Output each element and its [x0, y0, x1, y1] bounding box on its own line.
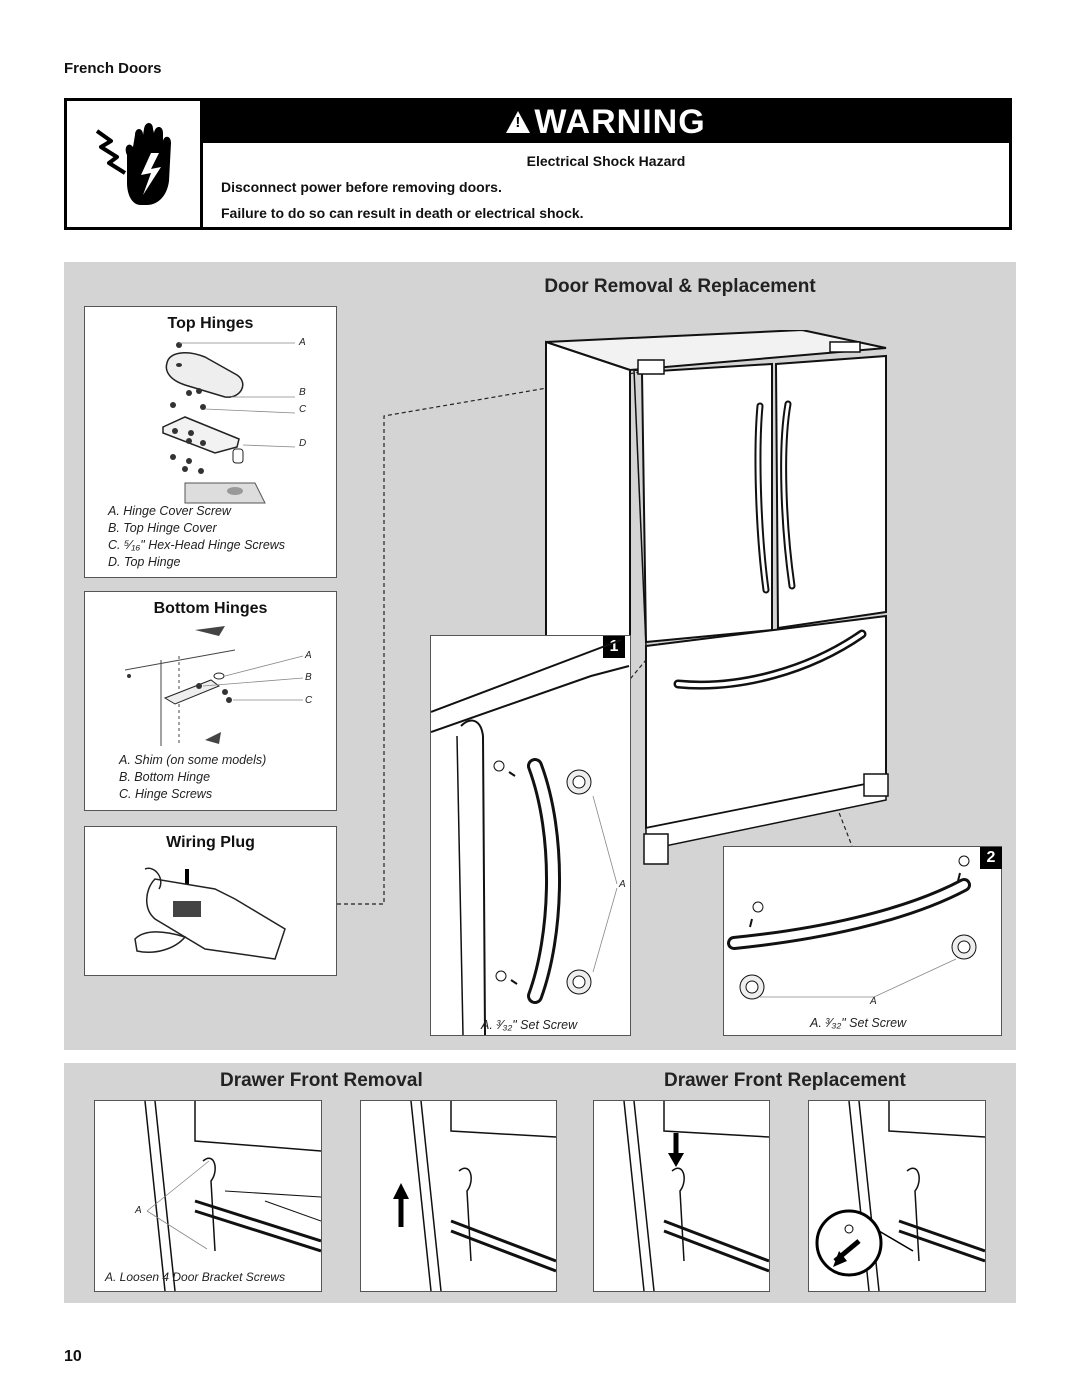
- bottom-hinge-callout-b: B: [305, 672, 312, 683]
- drawer-replacement-image-2: [808, 1100, 986, 1292]
- step-1-legend: A. ³⁄₃₂" Set Screw: [481, 1018, 578, 1032]
- bottom-hinges-box: Bottom Hinges A B C A. Shim (on some mod…: [84, 591, 337, 811]
- shock-hazard-icon: [67, 101, 203, 227]
- top-hinge-callout-b: B: [299, 387, 306, 398]
- step-2-legend: A. ³⁄₃₂" Set Screw: [810, 1016, 907, 1030]
- bottom-hinge-callout-c: C: [305, 695, 313, 706]
- step-1-box: 1 A A. ³⁄₃₂" Set Screw: [430, 635, 631, 1036]
- warning-triangle-icon: [506, 111, 531, 133]
- drawer-removal-title: Drawer Front Removal: [220, 1070, 423, 1091]
- hazard-title: Electrical Shock Hazard: [526, 153, 686, 169]
- top-hinges-box: Top Hinges A B C D A. Hinge Cover Screw …: [84, 306, 337, 578]
- top-hinge-callout-d: D: [299, 438, 307, 449]
- top-hinge-callout-a: A: [299, 337, 306, 348]
- top-hinges-title: Top Hinges: [167, 315, 254, 332]
- drawer-callout-a: A: [135, 1205, 142, 1216]
- page-number: 10: [64, 1348, 82, 1365]
- top-hinges-legend: A. Hinge Cover Screw B. Top Hinge Cover …: [108, 504, 286, 569]
- warning-banner-text: WARNING: [534, 102, 706, 141]
- warning-line-2: Failure to do so can result in death or …: [221, 205, 584, 221]
- warning-banner: WARNING: [203, 101, 1009, 143]
- top-hinge-callout-c: C: [299, 404, 307, 415]
- step-2-illustration: [727, 855, 977, 1000]
- step-2-number: 2: [980, 847, 1002, 869]
- step-2-callout-a: A: [870, 996, 877, 1007]
- step-1-callout-a: A: [619, 879, 626, 890]
- step-2-box: 2 A A. ³⁄₃₂" Set Screw: [723, 846, 1002, 1036]
- bottom-hinge-illustration: [124, 626, 304, 746]
- bottom-hinges-title: Bottom Hinges: [153, 600, 268, 617]
- bottom-hinge-callout-a: A: [305, 650, 312, 661]
- wiring-plug-illustration: [134, 867, 286, 960]
- door-removal-title: Door Removal & Replacement: [544, 276, 816, 297]
- bottom-hinges-legend: A. Shim (on some models) B. Bottom Hinge…: [119, 753, 267, 801]
- drawer-replacement-title: Drawer Front Replacement: [664, 1070, 906, 1091]
- top-hinge-illustration: [162, 342, 296, 504]
- drawer-removal-image-1: A A. Loosen 4 Door Bracket Screws: [94, 1100, 322, 1292]
- wiring-plug-box: Wiring Plug: [84, 826, 337, 976]
- drawer-removal-image-2: [360, 1100, 557, 1292]
- drawer-replacement-image-1: [593, 1100, 770, 1292]
- warning-box: WARNING Electrical Shock Hazard Disconne…: [64, 98, 1012, 230]
- section-label: French Doors: [64, 60, 162, 77]
- step-1-illustration: [431, 639, 630, 1035]
- warning-line-1: Disconnect power before removing doors.: [221, 179, 502, 195]
- drawer-legend: A. Loosen 4 Door Bracket Screws: [105, 1270, 286, 1284]
- wiring-plug-title: Wiring Plug: [166, 834, 255, 851]
